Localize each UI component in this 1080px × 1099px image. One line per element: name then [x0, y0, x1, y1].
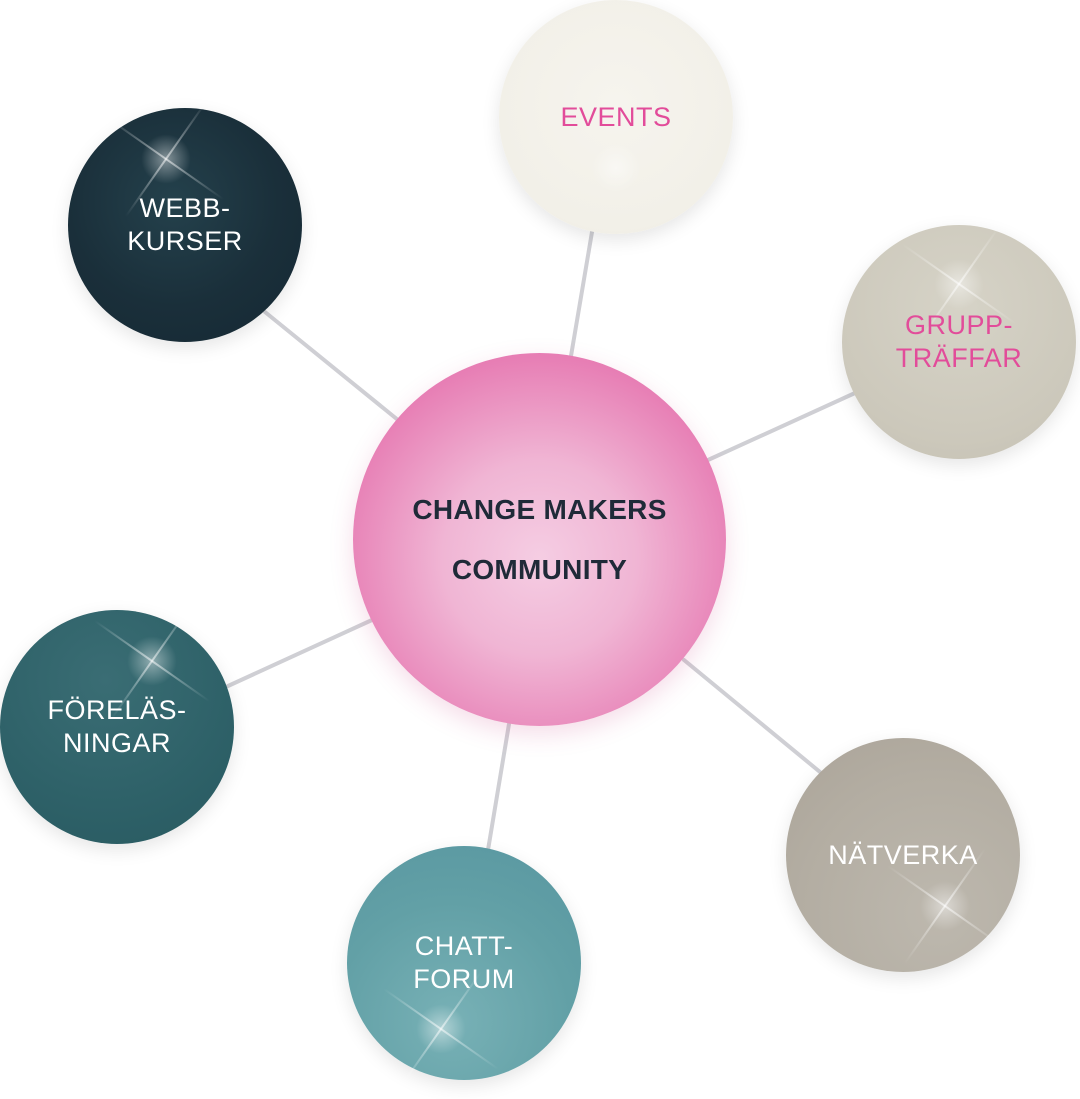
node-grupptraffar-label: GRUPP- TRÄFFAR — [895, 310, 1023, 373]
node-webbkurser: WEBB- KURSER — [68, 108, 302, 342]
node-grupptraffar: GRUPP- TRÄFFAR — [842, 225, 1076, 459]
node-events: EVENTS — [499, 0, 733, 234]
center-node-change-makers-community: CHANGE MAKERS COMMUNITY — [353, 353, 726, 726]
connector-webbkurser — [263, 310, 400, 422]
center-title-line-1: CHANGE MAKERS — [412, 493, 667, 525]
node-events-label: EVENTS — [560, 101, 672, 132]
node-natverka: NÄTVERKA — [786, 738, 1020, 972]
node-chattforum-label: CHATT- FORUM — [413, 931, 515, 994]
connector-events — [569, 230, 594, 358]
node-chattforum: CHATT- FORUM — [347, 846, 581, 1080]
node-forelasningar: FÖRELÄS- NINGAR — [0, 610, 234, 844]
connector-chattforum — [486, 722, 511, 852]
node-forelasningar-label: FÖRELÄS- NINGAR — [47, 695, 187, 758]
connector-natverka — [682, 658, 822, 774]
connector-forelasningar — [226, 618, 374, 688]
center-title-line-2: COMMUNITY — [451, 553, 628, 585]
node-webbkurser-label: WEBB- KURSER — [127, 193, 243, 256]
node-natverka-label: NÄTVERKA — [828, 839, 978, 870]
connector-grupptraffar — [706, 391, 857, 462]
